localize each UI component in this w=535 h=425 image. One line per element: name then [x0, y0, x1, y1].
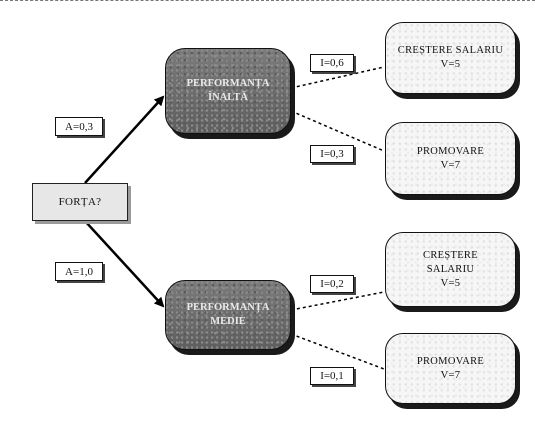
outcome-promotion-medium-title: PROMOVARE [416, 355, 485, 367]
attractiveness-label-medium: A=1,0 [55, 262, 103, 281]
dotted-high-to-salary [290, 66, 385, 89]
performance-medium-line-1: PERFORMANȚA [186, 302, 270, 313]
dotted-medium-to-salary [290, 291, 385, 311]
outcome-salary-medium-line-1: CREȘTERE [423, 249, 478, 261]
outcome-promotion-medium-value: V=7 [440, 369, 461, 381]
outcome-salary-high-value: V=5 [440, 59, 461, 70]
outcome-promotion-high-title: PROMOVARE [416, 145, 485, 157]
outcome-salary-medium-value: V=5 [440, 277, 461, 289]
instrumentality-label-high-salary: I=0,6 [310, 54, 354, 72]
performance-medium-line-2: MEDIE [210, 316, 246, 327]
root-node: FORȚA? [32, 183, 128, 221]
performance-high-line-1: PERFORMANȚA [186, 78, 270, 89]
outcome-salary-medium-line-2: SALARIU [426, 263, 475, 275]
dotted-medium-to-promotion [290, 333, 385, 370]
attractiveness-label-high: A=0,3 [55, 117, 103, 136]
instrumentality-label-medium-salary: I=0,2 [310, 275, 354, 293]
dotted-high-to-promotion [290, 110, 385, 152]
instrumentality-label-medium-promotion: I=0,1 [310, 367, 354, 385]
arrow-root-to-medium [84, 220, 165, 308]
outcome-promotion-medium: PROMOVARE V=7 [385, 333, 516, 404]
outcome-salary-medium: CREȘTERE SALARIU V=5 [385, 232, 516, 307]
outcome-salary-high-title: CREȘTERE SALARIU [397, 45, 504, 56]
root-node-label: FORȚA? [58, 196, 102, 208]
performance-high-line-2: ÎNALTĂ [208, 92, 248, 103]
outcome-salary-high: CREȘTERE SALARIU V=5 [385, 22, 516, 94]
performance-medium-node: PERFORMANȚA MEDIE [165, 280, 291, 350]
outcome-promotion-high: PROMOVARE V=7 [385, 122, 516, 195]
arrow-root-to-high [84, 95, 165, 184]
top-divider [0, 0, 535, 1]
performance-high-node: PERFORMANȚA ÎNALTĂ [165, 48, 291, 134]
instrumentality-label-high-promotion: I=0,3 [310, 145, 354, 163]
outcome-promotion-high-value: V=7 [440, 159, 461, 171]
